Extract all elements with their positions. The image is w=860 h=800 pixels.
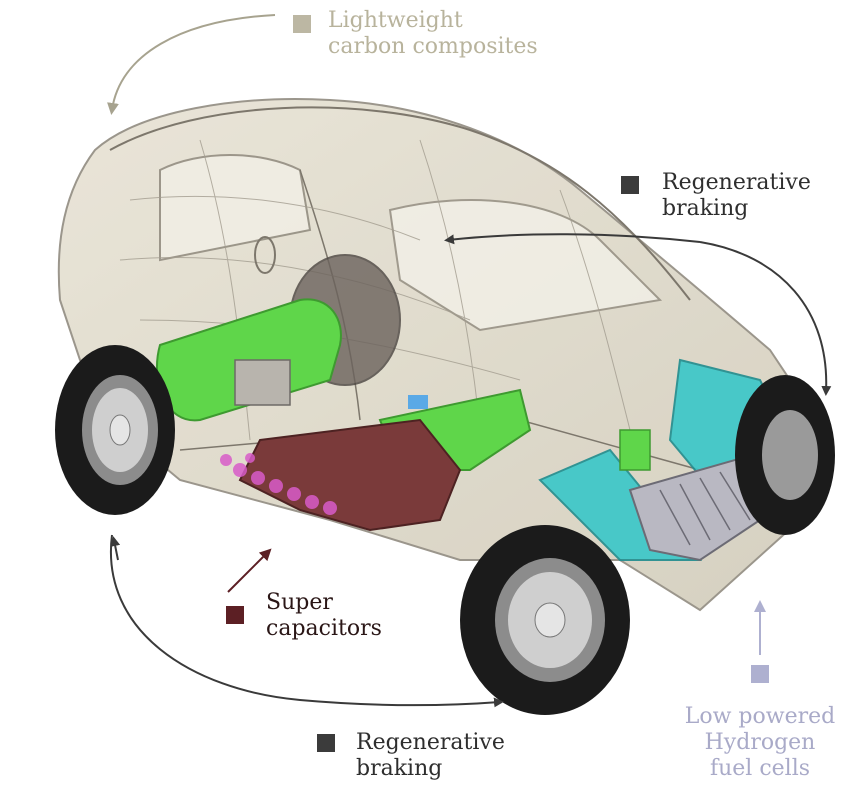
capacitors-label: Super capacitors <box>266 590 382 642</box>
side-mirror <box>254 236 276 274</box>
green-controller <box>619 429 651 471</box>
capacitors-swatch <box>226 606 244 624</box>
regen-bottom-arrow-start <box>110 536 121 561</box>
carbon-label-line-2: carbon composites <box>328 34 538 59</box>
roof-line <box>109 106 691 301</box>
rear-left-wheel <box>55 345 175 515</box>
capacitor-pack <box>238 418 462 532</box>
carbon-swatch <box>293 15 311 33</box>
carbon-label-line-1: Lightweight <box>328 8 463 33</box>
regen-bottom-label: Regenerative braking <box>356 730 505 782</box>
carbon-arrow <box>107 14 276 115</box>
front-left-wheel <box>460 525 630 715</box>
regen-top-arrow-right <box>699 241 832 396</box>
hydrogen-label-line-3: fuel cells <box>709 756 811 781</box>
tank-bracket <box>234 359 291 406</box>
regen-top-label-line-2: braking <box>662 196 749 221</box>
hydrogen-swatch <box>751 665 769 683</box>
capacitors-label-line-1: Super <box>266 590 333 615</box>
regen-top-label: Regenerative braking <box>662 170 811 222</box>
capacitor-cells <box>220 453 337 515</box>
capacitor-arrow <box>227 548 272 593</box>
regen-bottom-label-line-2: braking <box>356 756 443 781</box>
capacitors-label-line-2: capacitors <box>266 616 382 641</box>
regen-top-swatch <box>621 176 639 194</box>
regen-bottom-label-line-1: Regenerative <box>356 730 505 755</box>
regen-bottom-swatch <box>317 734 335 752</box>
hydrogen-label-line-1: Low powered <box>684 704 836 729</box>
blue-component <box>408 395 428 409</box>
windscreen-frame <box>388 199 663 332</box>
hydrogen-label-line-2: Hydrogen <box>704 730 816 755</box>
regen-top-label-line-1: Regenerative <box>662 170 811 195</box>
regen-top-arrow-left <box>444 233 701 245</box>
front-right-wheel <box>735 375 835 535</box>
carbon-label: Lightweight carbon composites <box>328 8 538 60</box>
regen-bottom-arrow <box>109 534 504 708</box>
annotation-arrows <box>107 14 832 708</box>
hydrogen-label: Low powered Hydrogen fuel cells <box>680 704 840 782</box>
